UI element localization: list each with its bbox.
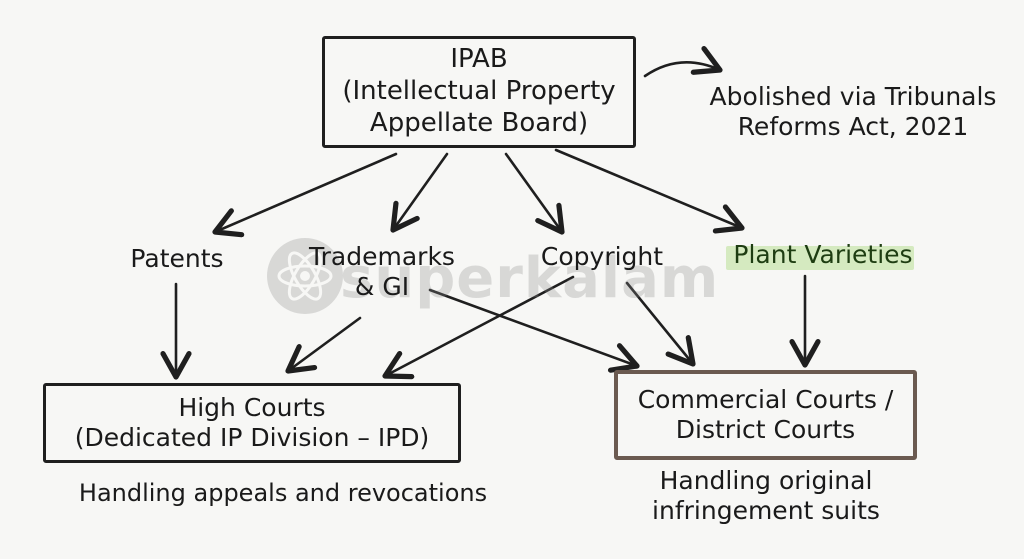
arrow-copyright-to-high-courts (382, 275, 575, 380)
high-courts-subtitle: (Dedicated IP Division – IPD) (74, 423, 430, 452)
arrow-ipab-to-copyright (504, 152, 565, 235)
category-copyright: Copyright (540, 242, 664, 271)
watermark-text: superkalam (340, 246, 720, 311)
abolished-note: Abolished via Tribunals Reforms Act, 202… (698, 82, 1008, 142)
arrow-ipab-to-trademarks (390, 152, 449, 233)
category-plant-varieties: Plant Varieties (733, 240, 913, 269)
abolished-line2: Reforms Act, 2021 (737, 112, 969, 141)
commercial-courts-caption: Handling original infringement suits (652, 466, 880, 525)
arrow-copyright-to-commercial-courts (625, 281, 696, 367)
plant-varieties-highlight (726, 246, 914, 270)
high-courts-title: High Courts (178, 392, 326, 422)
ipab-fullname-line2: Appellate Board) (369, 107, 589, 138)
abolished-line1: Abolished via Tribunals (709, 82, 997, 111)
ipab-box: IPAB (Intellectual Property Appellate Bo… (322, 36, 636, 148)
arrow-ipab-to-plant-varieties (554, 148, 745, 234)
high-courts-caption: Handling appeals and revocations (78, 479, 488, 507)
ipab-title: IPAB (450, 44, 508, 75)
commercial-courts-line1: Commercial Courts / (637, 384, 894, 414)
category-trademarks-gi: Trademarks & GI (309, 242, 455, 301)
arrow-ipab-to-patents (212, 152, 398, 238)
arrow-trademarks-to-high-courts (285, 316, 362, 374)
arrow-trademarks-to-commercial-courts (428, 288, 640, 373)
high-courts-box: High Courts (Dedicated IP Division – IPD… (43, 383, 461, 463)
commercial-courts-line2: District Courts (675, 415, 856, 444)
arrow-ipab-to-abolished (643, 45, 723, 78)
commercial-courts-box: Commercial Courts / District Courts (614, 370, 917, 460)
ipab-fullname-line1: (Intellectual Property (342, 76, 616, 107)
category-patents: Patents (130, 244, 224, 273)
